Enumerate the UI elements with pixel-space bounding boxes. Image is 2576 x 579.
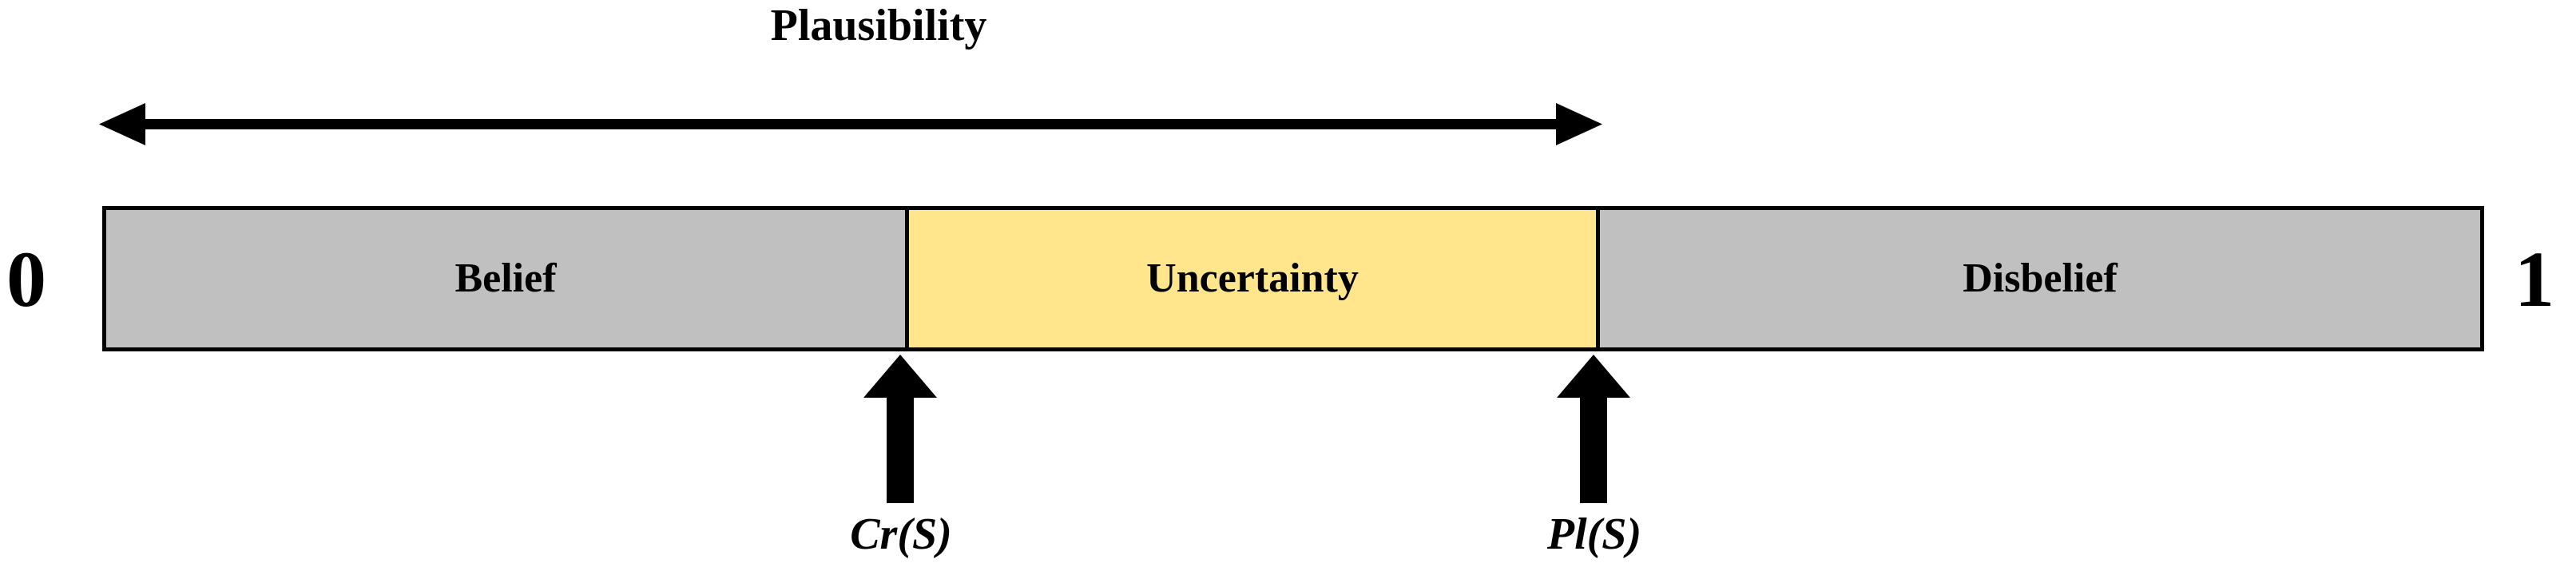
segment-belief: Belief: [106, 210, 905, 347]
double-headed-arrow-icon: [99, 103, 1602, 145]
page-title: Plausibility: [770, 1, 987, 50]
plausibility-span-arrow: [96, 96, 1606, 160]
segment-belief-label: Belief: [454, 256, 557, 301]
scale-min-label: 0: [6, 235, 46, 323]
marker-cr-label: Cr(S): [850, 510, 952, 559]
marker-pl-pointer: [1546, 351, 1642, 507]
segment-uncertainty-label: Uncertainty: [1146, 256, 1359, 301]
segment-uncertainty: Uncertainty: [905, 210, 1600, 347]
up-arrow-icon: [863, 355, 937, 503]
segment-disbelief-label: Disbelief: [1963, 256, 2118, 301]
up-arrow-icon: [1557, 355, 1630, 503]
belief-interval-bar: Belief Uncertainty Disbelief: [102, 206, 2484, 351]
segment-disbelief: Disbelief: [1600, 210, 2480, 347]
marker-pl-label: Pl(S): [1546, 510, 1642, 559]
scale-max-label: 1: [2514, 235, 2554, 323]
marker-cr-pointer: [853, 351, 949, 507]
